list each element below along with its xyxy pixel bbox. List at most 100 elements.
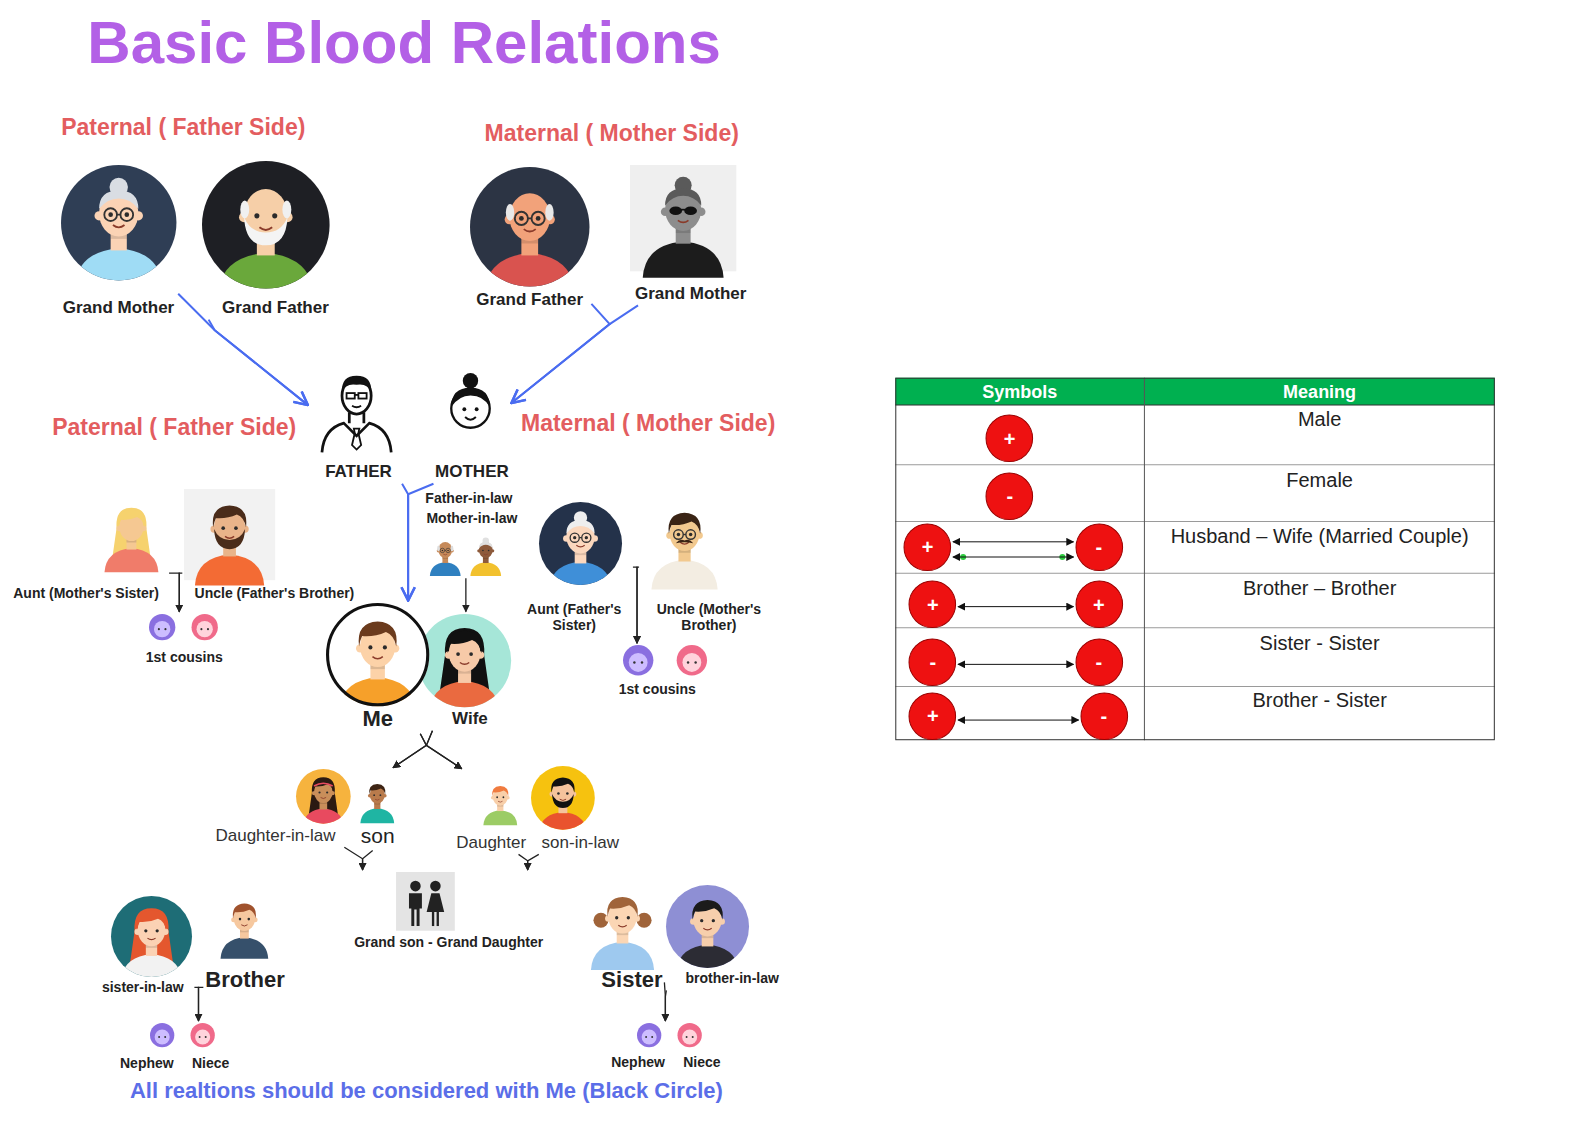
label-holder: Nephew: [611, 1054, 665, 1070]
label-holder: Grand son - Grand Daughter: [354, 934, 543, 950]
person-label: Mother-in-law: [426, 510, 517, 526]
mouth: [484, 553, 488, 555]
eye: [456, 652, 460, 656]
hair: [448, 630, 482, 652]
label-holder: son: [361, 824, 395, 848]
person-label: Grand Father: [476, 290, 583, 310]
icon-group: [637, 1023, 702, 1047]
face-eye: [207, 628, 209, 630]
label-holder: Uncle (Father's Brother): [195, 585, 355, 601]
table-row-line: [895, 686, 1495, 687]
face-eye: [641, 661, 643, 663]
person-label: Aunt (Mother's Sister): [13, 585, 159, 601]
icon-group: [630, 165, 736, 278]
label-holder: Father-in-law: [425, 490, 512, 506]
person-label: Nephew: [611, 1054, 665, 1070]
child-node: son: [353, 768, 402, 851]
girl-head: [430, 881, 441, 892]
person-label: Sister: [601, 967, 662, 992]
hair-side: [451, 545, 454, 551]
person-label: son-in-law: [542, 833, 619, 853]
relation-arrow: [344, 847, 362, 870]
label-holder: Uncle (Mother's Brother): [644, 601, 774, 633]
relative-node: Uncle (Mother's Brother): [639, 490, 776, 635]
body: [471, 562, 502, 576]
body: [195, 555, 264, 586]
face-eye: [205, 1036, 207, 1038]
icon-group: [623, 645, 707, 675]
relative-node: Aunt (Mother's Sister): [11, 486, 169, 603]
avatar-icon: [418, 614, 511, 707]
relation-arrow: [179, 573, 182, 612]
nephew-niece-node: NephewNiece: [609, 1021, 722, 1073]
eye: [156, 929, 159, 932]
face-hair: [637, 1023, 661, 1047]
symbol-sign: +: [922, 537, 934, 557]
eye: [488, 549, 490, 551]
icon-group: [105, 508, 159, 573]
eye: [318, 791, 320, 793]
face-skin: [196, 621, 212, 637]
person-label: Father-in-law: [425, 490, 512, 506]
eye: [368, 645, 372, 649]
eye: [145, 929, 148, 932]
eye: [482, 549, 484, 551]
mouth: [619, 925, 627, 927]
glasses-lens: [531, 212, 544, 225]
eye: [536, 216, 541, 221]
label-holder: -: [1096, 652, 1103, 672]
avatar-icon: [310, 363, 403, 454]
relative-node: Aunt (Father's Sister): [516, 500, 633, 635]
table-column-line: [1144, 378, 1145, 741]
glasses-lens: [446, 548, 450, 552]
relation-arrow: [169, 573, 179, 612]
hair-bun: [463, 373, 478, 388]
girl-dress: [427, 893, 445, 912]
grandparent-node: Grand Father: [200, 159, 332, 320]
table-cell: Sister - Sister: [1260, 632, 1380, 655]
icon-group: [149, 614, 218, 640]
glasses-lens: [346, 393, 354, 398]
mouth: [148, 938, 156, 940]
relation-arrow: [664, 982, 666, 1021]
table-header: Symbols: [982, 382, 1057, 403]
face-skin: [642, 1029, 657, 1044]
eye: [254, 213, 259, 218]
label-holder: -: [1101, 706, 1108, 726]
sibling-node: Sister: [579, 879, 666, 994]
mouth: [113, 225, 125, 227]
icon-group: [418, 614, 511, 713]
hair: [119, 510, 145, 527]
face-eye: [158, 1036, 160, 1038]
symbol-circle: [909, 581, 956, 628]
icon-group: [652, 513, 718, 590]
hair: [551, 778, 574, 793]
body: [539, 812, 587, 834]
eye: [712, 919, 715, 922]
hair: [233, 904, 256, 919]
gender-symbol: +: [1074, 579, 1125, 630]
person-label: sister-in-law: [102, 979, 184, 995]
icon-group: [470, 167, 590, 294]
eye: [380, 794, 382, 796]
mouth: [373, 656, 383, 658]
icon-group: [430, 537, 501, 575]
label-holder: FATHER: [325, 462, 392, 482]
person-label: Niece: [192, 1055, 229, 1071]
sibling-node: brother-in-law: [664, 883, 781, 988]
label-holder: Symbols: [982, 382, 1057, 403]
face-eye: [164, 628, 166, 630]
symbol-circle: [904, 524, 951, 571]
hair-side: [437, 545, 440, 551]
relation-arrow: [637, 567, 639, 643]
sibling-node: sister-in-law: [100, 894, 194, 997]
icon-group: [539, 502, 622, 590]
body: [361, 808, 395, 823]
table-cell: Female: [1286, 469, 1353, 492]
avatar-figure: [539, 778, 587, 834]
hair: [479, 542, 493, 548]
diagram-caption: All realtions should be considered with …: [130, 1078, 723, 1103]
hair: [608, 897, 639, 917]
label-holder: Grand Father: [222, 298, 329, 318]
gender-symbol: +: [984, 413, 1035, 464]
